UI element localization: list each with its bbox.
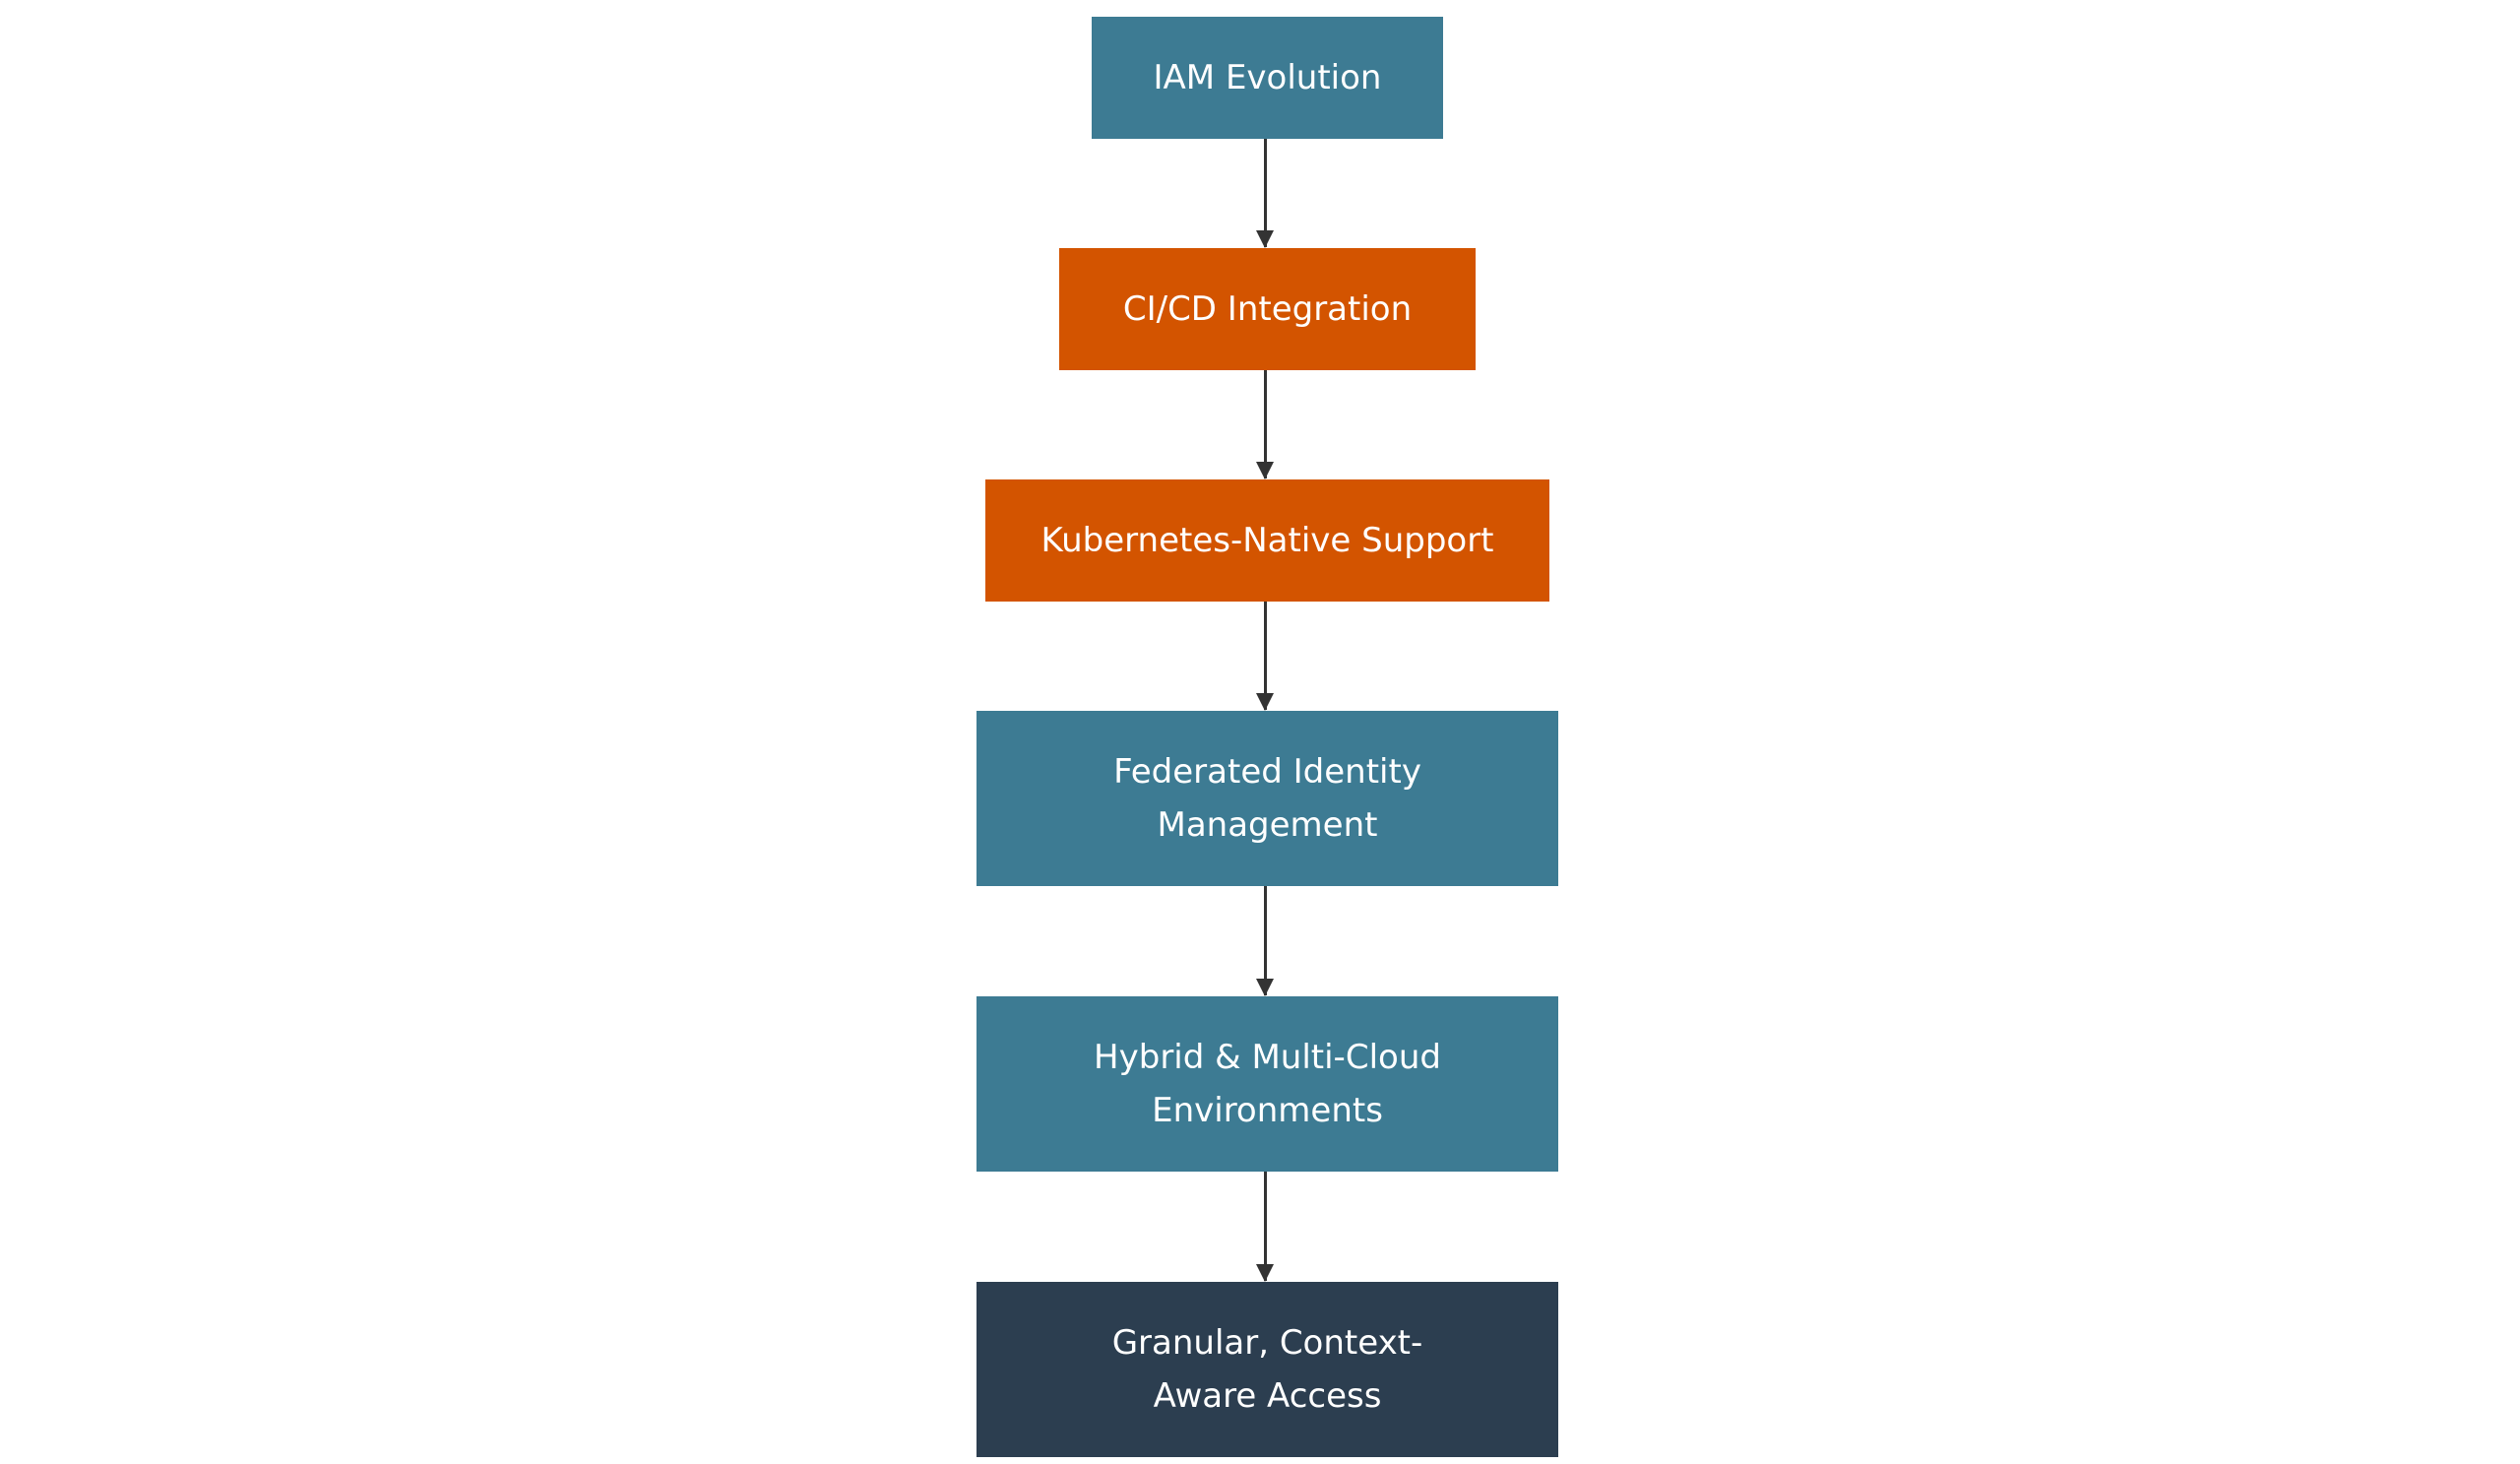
arrow-federated-to-hybrid	[1256, 886, 1274, 996]
node-label: Federated Identity Management	[1113, 752, 1421, 845]
arrow-hybrid-to-granular	[1256, 1172, 1274, 1282]
node-hybrid-multi-cloud-environments: Hybrid & Multi-Cloud Environments	[976, 996, 1558, 1172]
arrow-kubernetes-to-federated	[1256, 602, 1274, 711]
node-label: Granular, Context-Aware Access	[1111, 1323, 1423, 1416]
node-label: CI/CD Integration	[1122, 289, 1413, 329]
node-kubernetes-native-support: Kubernetes-Native Support	[985, 479, 1549, 602]
node-label: IAM Evolution	[1153, 58, 1382, 97]
node-granular-context-aware-access: Granular, Context-Aware Access	[976, 1282, 1558, 1457]
arrow-cicd-to-kubernetes	[1256, 370, 1274, 479]
node-federated-identity-management: Federated Identity Management	[976, 711, 1558, 886]
node-iam-evolution: IAM Evolution	[1092, 17, 1443, 139]
arrow-iam-to-cicd	[1256, 139, 1274, 248]
node-label: Kubernetes-Native Support	[1040, 521, 1494, 560]
node-cicd-integration: CI/CD Integration	[1059, 248, 1476, 370]
node-label: Hybrid & Multi-Cloud Environments	[1094, 1038, 1441, 1130]
